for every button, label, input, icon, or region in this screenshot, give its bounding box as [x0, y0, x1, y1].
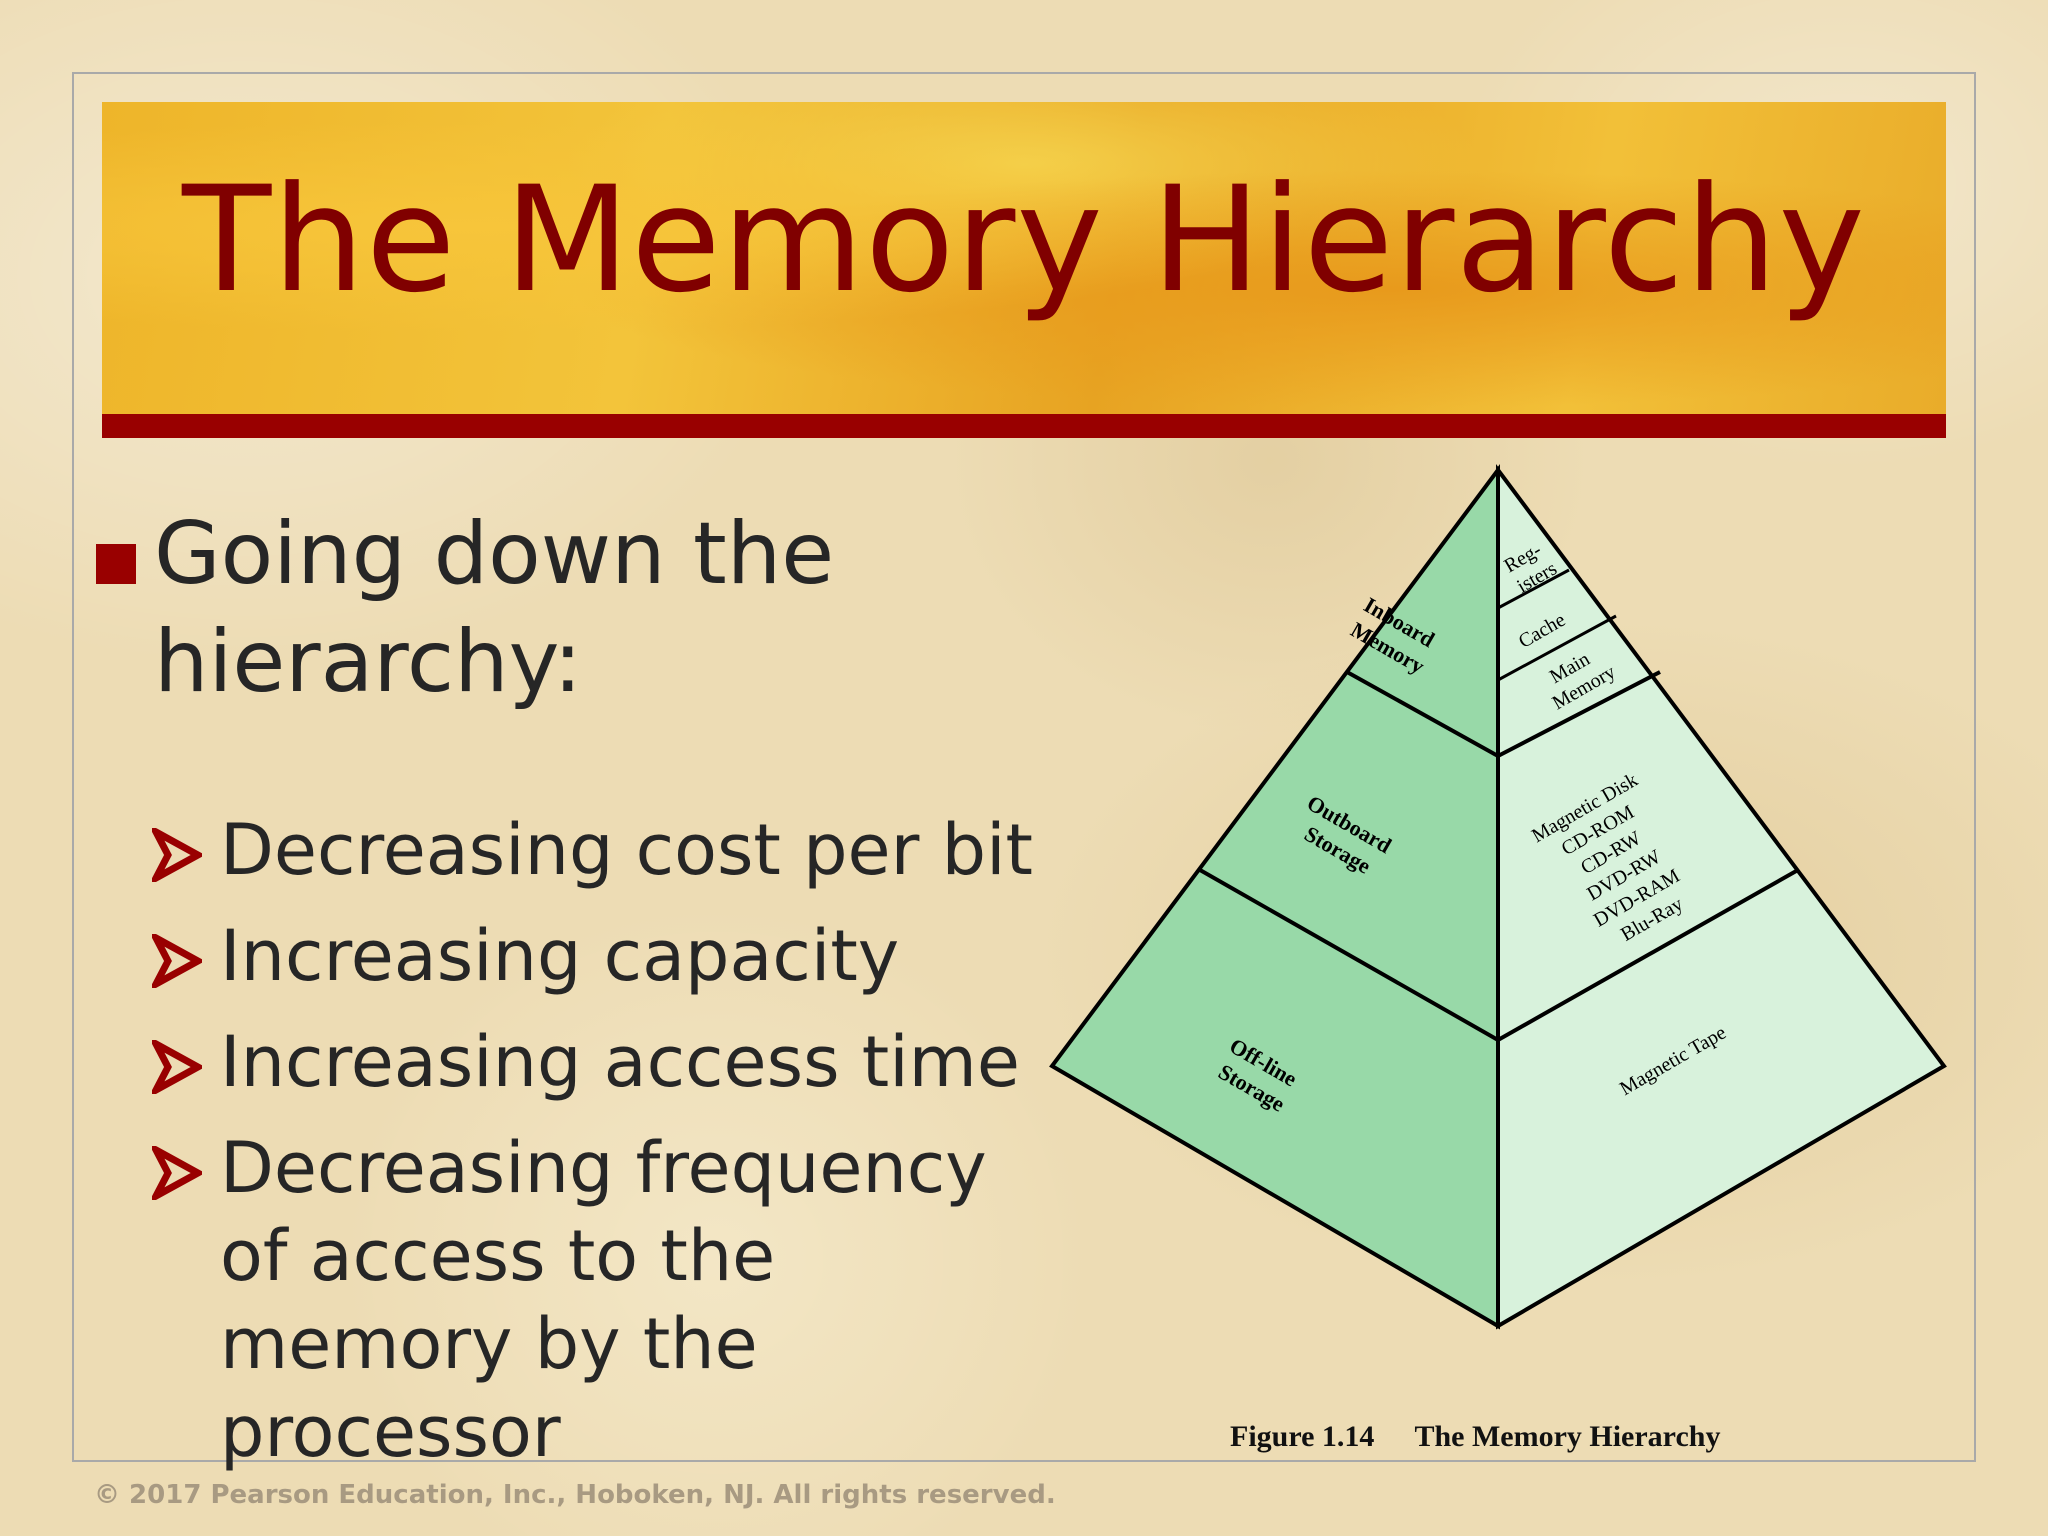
caption-title: The Memory Hierarchy	[1414, 1420, 1721, 1453]
divider-cache	[1497, 614, 1617, 682]
divider-registers	[1497, 568, 1570, 610]
divider-inboard	[1346, 670, 1499, 758]
slide-title: The Memory Hierarchy	[182, 155, 1866, 325]
sub-bullet-item: Increasing access time	[150, 1018, 1050, 1106]
sub-bullet-text: Increasing access time	[220, 1021, 1020, 1103]
arrow-bullet-icon	[152, 934, 202, 988]
main-bullet-text: Going down the hierarchy:	[154, 504, 835, 712]
main-bullet: Going down the hierarchy:	[96, 500, 996, 716]
right-face	[1496, 463, 1947, 1330]
sub-bullet-text: Decreasing cost per bit	[220, 809, 1033, 891]
divider-outboard-right	[1497, 868, 1799, 1042]
sub-bullet-text: Increasing capacity	[220, 915, 900, 997]
sub-bullet-list: Decreasing cost per bit Increasing capac…	[150, 806, 1050, 1494]
sub-bullet-text: Decreasing frequency of access to the me…	[220, 1127, 987, 1473]
copyright-notice: © 2017 Pearson Education, Inc., Hoboken,…	[94, 1480, 1056, 1510]
left-face	[1049, 463, 1500, 1330]
sub-bullet-item: Decreasing frequency of access to the me…	[150, 1124, 1050, 1476]
divider-outboard	[1199, 868, 1499, 1042]
divider-inboard-right	[1497, 670, 1661, 758]
caption-number: Figure 1.14	[1230, 1420, 1375, 1453]
memory-hierarchy-pyramid: Inboard Memory Outboard Storage Off-line…	[1049, 463, 1947, 1330]
sub-bullet-item: Decreasing cost per bit	[150, 806, 1050, 894]
slide-frame	[72, 72, 1976, 1462]
title-underline	[102, 414, 1946, 438]
sub-bullet-item: Increasing capacity	[150, 912, 1050, 1000]
arrow-bullet-icon	[152, 828, 202, 882]
arrow-bullet-icon	[152, 1146, 202, 1200]
square-bullet-icon	[96, 544, 136, 584]
arrow-bullet-icon	[152, 1040, 202, 1094]
figure-caption: Figure 1.14 The Memory Hierarchy	[1230, 1420, 1720, 1454]
title-banner	[102, 102, 1946, 414]
